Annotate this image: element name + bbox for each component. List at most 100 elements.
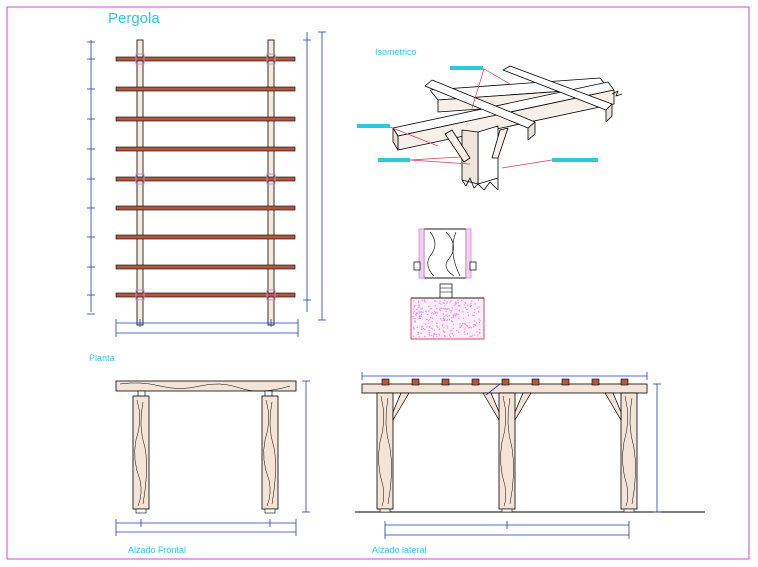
concrete-dot [416, 308, 418, 311]
concrete-dot [444, 305, 446, 307]
concrete-dot [452, 327, 454, 330]
concrete-dot [413, 300, 415, 302]
concrete-dot [477, 335, 479, 337]
wood-grain [629, 397, 636, 505]
concrete-dot [454, 315, 457, 317]
concrete-dot [479, 319, 481, 322]
concrete-dot [443, 307, 445, 310]
concrete-dot [473, 326, 475, 328]
concrete-dot [458, 310, 461, 312]
side-joist-end [381, 378, 390, 386]
concrete-dot [448, 308, 450, 310]
isometric-tag-joist [450, 66, 483, 70]
concrete-dot [435, 300, 437, 302]
concrete-dot [457, 305, 460, 307]
concrete-dot [444, 331, 446, 333]
plan-joist [115, 264, 296, 270]
concrete-dot [450, 300, 452, 302]
concrete-dot [418, 301, 420, 304]
concrete-dot [412, 317, 414, 319]
concrete-dot [447, 327, 449, 329]
front-beam [115, 380, 297, 392]
concrete-dot [439, 309, 442, 312]
isometric-tag-brace [378, 158, 410, 162]
concrete-dot [452, 315, 455, 317]
concrete-dot [428, 330, 430, 332]
concrete-dot [474, 320, 476, 322]
concrete-dot [431, 312, 433, 314]
concrete-dot [465, 302, 467, 304]
concrete-dot [420, 308, 422, 310]
concrete-dot [474, 309, 476, 311]
concrete-dot [436, 312, 438, 314]
concrete-dot [444, 318, 446, 320]
concrete-dot [456, 330, 458, 332]
concrete-dot [477, 299, 480, 301]
concrete-dot [441, 319, 443, 322]
concrete-dot [452, 316, 455, 319]
side-post-base [501, 508, 513, 513]
plan-post-bracket [266, 173, 276, 185]
concrete-dot [417, 300, 420, 302]
concrete-dot [476, 331, 478, 333]
concrete-dot [420, 313, 423, 316]
concrete-dot [448, 318, 451, 321]
concrete-dot [414, 317, 416, 320]
isometric-view [357, 65, 623, 191]
concrete-dot [446, 319, 448, 321]
wood-grain [385, 397, 392, 505]
concrete-dot [442, 317, 444, 319]
concrete-dot [420, 332, 422, 334]
concrete-dot [449, 330, 451, 332]
concrete-dot [414, 321, 416, 323]
concrete-dot [432, 334, 435, 336]
concrete-dot [431, 327, 433, 330]
concrete-dot [449, 301, 451, 303]
concrete-dot [449, 335, 452, 338]
concrete-dot [461, 325, 463, 327]
plan-post-bracket [135, 173, 145, 185]
isometric-leaders [389, 68, 553, 169]
concrete-dot [434, 310, 436, 313]
concrete-dot [440, 307, 442, 309]
side-joist-end [591, 378, 600, 386]
concrete-dot [450, 320, 453, 322]
concrete-dot [431, 321, 433, 323]
side-joist-end [411, 378, 420, 386]
concrete-dot [430, 308, 432, 310]
concrete-dot [457, 331, 460, 333]
concrete-dot [467, 314, 470, 316]
concrete-dot [478, 306, 480, 308]
side-brace [482, 392, 500, 422]
concrete-dot [413, 310, 415, 313]
concrete-dot [420, 328, 423, 330]
plan-joist [115, 292, 296, 298]
concrete-dot [437, 326, 439, 329]
concrete-dot [435, 311, 437, 314]
plan-joist [115, 205, 296, 211]
concrete-dot [428, 332, 431, 334]
concrete-dot [471, 335, 473, 337]
side-post-base [623, 508, 635, 513]
concrete-dot [441, 307, 443, 309]
detail-anchor [439, 283, 453, 299]
detail-bolt-right [469, 261, 477, 271]
concrete-dot [466, 324, 468, 327]
concrete-dot [422, 311, 424, 313]
concrete-dot [444, 308, 446, 310]
side-joist-end [561, 378, 570, 386]
concrete-dot [423, 299, 426, 301]
isometric-tag-beam [357, 124, 390, 128]
concrete-dot [470, 304, 472, 307]
side-joist-ends [381, 378, 629, 386]
concrete-dot [461, 322, 464, 325]
plan-post-left [136, 39, 144, 326]
concrete-dot [429, 308, 431, 310]
concrete-dot [421, 311, 423, 313]
concrete-dot [449, 309, 451, 311]
side-posts [376, 392, 638, 513]
concrete-dot [419, 314, 421, 316]
concrete-dot [459, 325, 461, 327]
concrete-dot [414, 320, 416, 322]
